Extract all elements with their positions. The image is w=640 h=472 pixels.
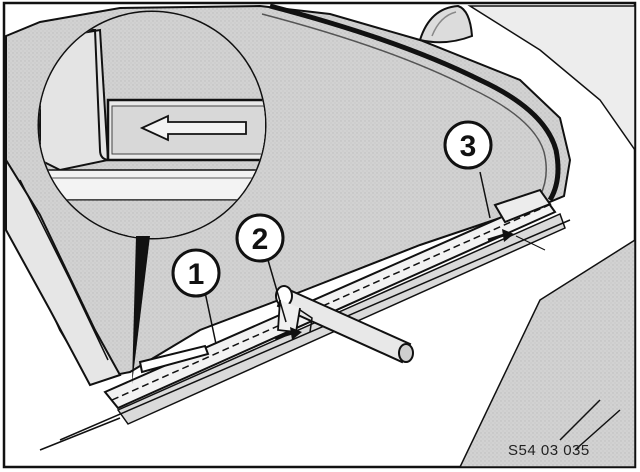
leader-line-2 [267, 259, 287, 323]
direction-arrow-icon [139, 114, 247, 142]
window-frame-left [4, 156, 122, 387]
magnifier-pointer [132, 236, 150, 384]
body-panel-right [467, 5, 636, 153]
callout-2: 2 [235, 213, 285, 263]
leader-line-1 [204, 291, 217, 345]
leader-line-3 [479, 171, 491, 219]
callout-3: 3 [443, 120, 493, 170]
sunroof-seal-inner [261, 13, 547, 197]
rail-end-block [493, 188, 552, 224]
callout-1-label: 1 [188, 258, 205, 291]
motion-arrow-icon [487, 229, 514, 242]
callout-2-label: 2 [252, 223, 269, 256]
reference-code: S54 03 035 [508, 442, 590, 459]
callout-1: 1 [171, 248, 221, 298]
rail-slot [138, 344, 210, 374]
body-lower-right [458, 238, 636, 468]
callout-3-label: 3 [460, 130, 477, 163]
sunroof-seal [269, 3, 561, 202]
motion-arrow-icon [274, 327, 302, 340]
